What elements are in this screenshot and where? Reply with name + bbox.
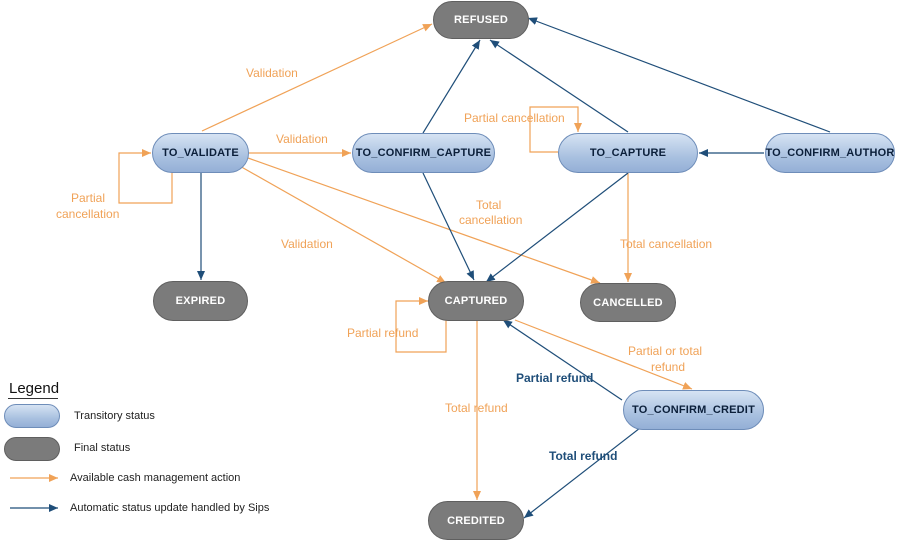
label-total-refund-captured: Total refund xyxy=(445,401,508,415)
arrow-capture-partial-cancellation-loop xyxy=(529,106,582,153)
node-to-confirm-author: TO_CONFIRM_AUTHOR xyxy=(765,133,895,173)
arrow-captured-partial-refund-loop xyxy=(395,297,447,353)
label-partial-refund-credit: Partial refund xyxy=(516,371,594,385)
arrow-validate-to-cancelled xyxy=(247,157,601,284)
legend-automatic-label: Automatic status update handled by Sips xyxy=(70,502,270,514)
legend-final-swatch xyxy=(4,437,60,461)
label-partial-cancellation-capture: Partial cancellation xyxy=(464,111,565,125)
node-cancelled: CANCELLED xyxy=(580,283,676,322)
node-refused: REFUSED xyxy=(433,1,529,39)
arrow-confirm-credit-to-credited xyxy=(523,427,641,519)
arrow-confirm-author-to-refused xyxy=(527,17,831,133)
legend-transitory-label: Transitory status xyxy=(74,410,155,422)
arrow-confirm-capture-to-refused xyxy=(422,39,481,134)
label-validation-refused: Validation xyxy=(246,66,298,80)
legend-title-underline xyxy=(8,398,58,399)
node-to-validate: TO_VALIDATE xyxy=(152,133,249,173)
arrow-validate-to-refused xyxy=(201,23,433,132)
node-expired: EXPIRED xyxy=(153,281,248,321)
label-total-cancellation-capture: Total cancellation xyxy=(620,237,713,251)
arrow-capture-to-captured xyxy=(485,172,629,283)
node-credited: CREDITED xyxy=(428,501,524,540)
arrow-confirm-capture-to-captured xyxy=(422,172,475,281)
arrow-validate-partial-cancellation-loop xyxy=(118,149,173,204)
label-partial-cancellation-validate-line2: cancellation xyxy=(56,207,120,221)
arrow-capture-to-refused xyxy=(489,39,629,133)
label-partial-or-total-refund-line1: Partial or total xyxy=(628,344,703,358)
arrow-validate-to-captured xyxy=(237,164,447,284)
legend-final-label: Final status xyxy=(74,442,131,454)
node-to-capture: TO_CAPTURE xyxy=(558,133,698,173)
label-validation-captured: Validation xyxy=(281,237,333,251)
node-to-confirm-credit: TO_CONFIRM_CREDIT xyxy=(623,390,764,430)
label-partial-or-total-refund-line2: refund xyxy=(651,360,686,374)
legend-title: Legend xyxy=(9,380,60,397)
label-validation-confirm-capture: Validation xyxy=(276,132,328,146)
node-captured: CAPTURED xyxy=(428,281,524,321)
arrow-captured-to-confirm-credit xyxy=(514,319,693,390)
label-total-cancellation-validate-line2: cancellation xyxy=(459,213,523,227)
label-partial-cancellation-validate-line1: Partial xyxy=(71,191,106,205)
arrow-confirm-credit-to-captured xyxy=(502,319,623,401)
legend-action-label: Available cash management action xyxy=(70,472,241,484)
label-partial-refund-captured: Partial refund xyxy=(347,326,419,340)
label-total-refund-credit: Total refund xyxy=(549,449,618,463)
node-to-confirm-capture: TO_CONFIRM_CAPTURE xyxy=(352,133,495,173)
label-total-cancellation-validate-line1: Total xyxy=(476,198,502,212)
legend-transitory-swatch xyxy=(4,404,60,428)
